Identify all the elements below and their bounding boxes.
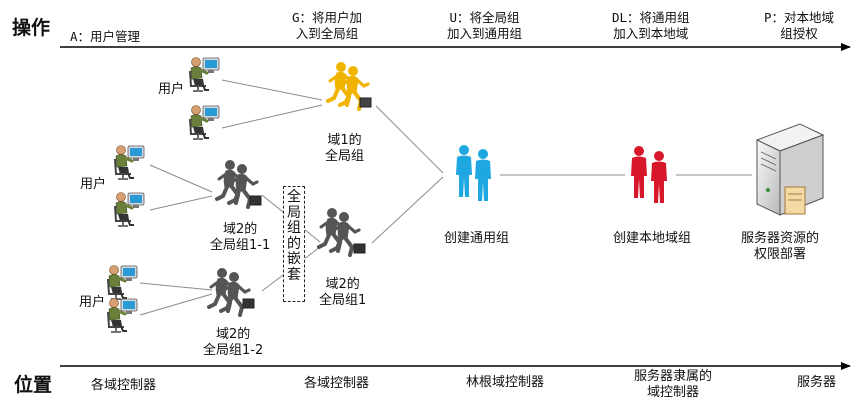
location-label-server-domain-dc: 服务器隶属的 域控制器	[634, 369, 713, 400]
location-label-forest-root-dc: 林根域控制器	[466, 375, 545, 390]
operation-label-add-global-to-universal: U：将全局组 加入到通用组	[447, 10, 523, 41]
user-icon	[106, 297, 139, 334]
nesting-char: 的	[287, 235, 301, 252]
user-icon	[113, 191, 146, 228]
server-resource-label: 服务器资源的 权限部署	[741, 231, 820, 262]
operations-heading: 操作	[12, 17, 51, 39]
operation-label-add-users-to-global: G：将用户加 入到全局组	[292, 10, 363, 41]
operation-label-user-management: A：用户管理	[70, 29, 141, 44]
server-icon	[755, 123, 825, 216]
domain2-global-group-1-2-label: 域2的 全局组1-2	[203, 327, 264, 358]
domain2-global-group-1-2-icon	[207, 266, 255, 317]
user-label: 用户	[79, 295, 106, 310]
nesting-char: 组	[287, 220, 301, 236]
nesting-char: 套	[287, 266, 301, 283]
user-label: 用户	[80, 177, 107, 192]
users	[106, 56, 221, 334]
domain2-global-group-1-1-icon	[215, 158, 262, 209]
domain2-global-group-1-1-label: 域2的 全局组1-1	[210, 222, 271, 253]
user-label: 用户	[158, 82, 185, 97]
domain2-global-group-1-label: 域2的 全局组1	[319, 277, 367, 308]
user-icon	[106, 264, 139, 301]
operation-label-grant-local: P：对本地域 组授权	[764, 10, 835, 41]
nesting-char: 嵌	[287, 251, 301, 267]
domain1-global-group-label: 域1的 全局组	[325, 133, 365, 164]
nesting-char: 全	[287, 189, 301, 205]
global-group-nesting-box: 全 局 组 的 嵌 套	[283, 186, 305, 302]
location-label-domain-controllers: 各域控制器	[304, 376, 370, 391]
universal-group-icon	[456, 145, 491, 201]
location-label-server: 服务器	[797, 375, 837, 390]
operation-label-add-universal-to-local: DL：将通用组 加入到本地域	[612, 10, 690, 41]
domain-local-group-icon	[631, 146, 667, 203]
location-heading: 位置	[14, 374, 53, 396]
user-icon	[113, 144, 146, 181]
user-icon	[188, 56, 221, 93]
nesting-char: 局	[287, 204, 301, 221]
connector-lines	[139, 79, 752, 316]
domain2-global-group-1-icon	[317, 206, 366, 257]
domain-local-group-label: 创建本地域组	[613, 231, 692, 246]
location-label-domain-controllers: 各域控制器	[91, 378, 157, 393]
domain1-global-group-icon	[326, 60, 372, 111]
universal-group-label: 创建通用组	[444, 231, 510, 246]
user-icon	[188, 104, 221, 141]
